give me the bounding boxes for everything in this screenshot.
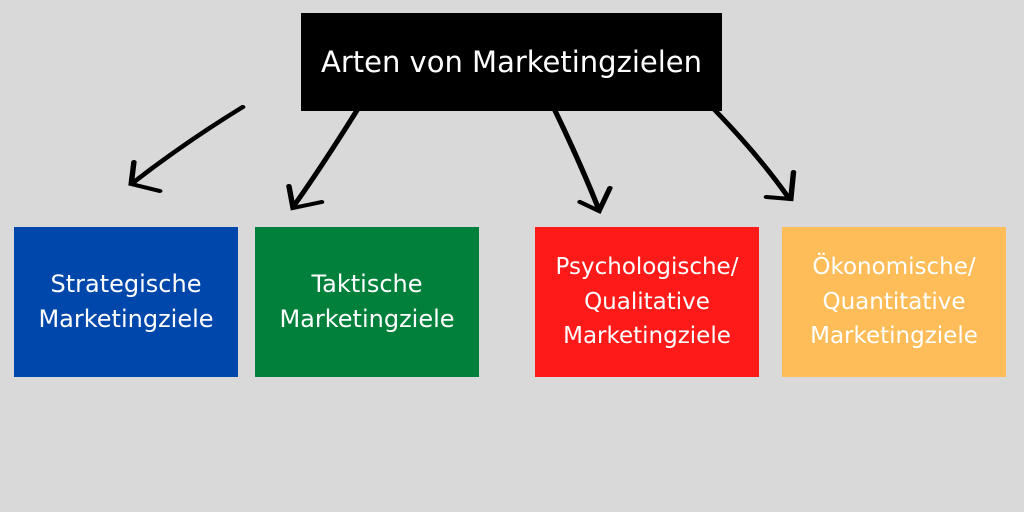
category-tactical: Taktische Marketingziele — [255, 227, 479, 377]
arrow-1 — [128, 105, 246, 193]
category-psychological: Psychologische/ Qualitative Marketingzie… — [535, 227, 759, 377]
category-strategic: Strategische Marketingziele — [14, 227, 238, 377]
root-node-title: Arten von Marketingzielen — [301, 13, 722, 111]
arrow-2 — [286, 104, 363, 211]
category-economic: Ökonomische/ Quantitative Marketingziele — [782, 227, 1006, 377]
arrow-3 — [550, 104, 613, 215]
arrow-4 — [698, 94, 797, 202]
